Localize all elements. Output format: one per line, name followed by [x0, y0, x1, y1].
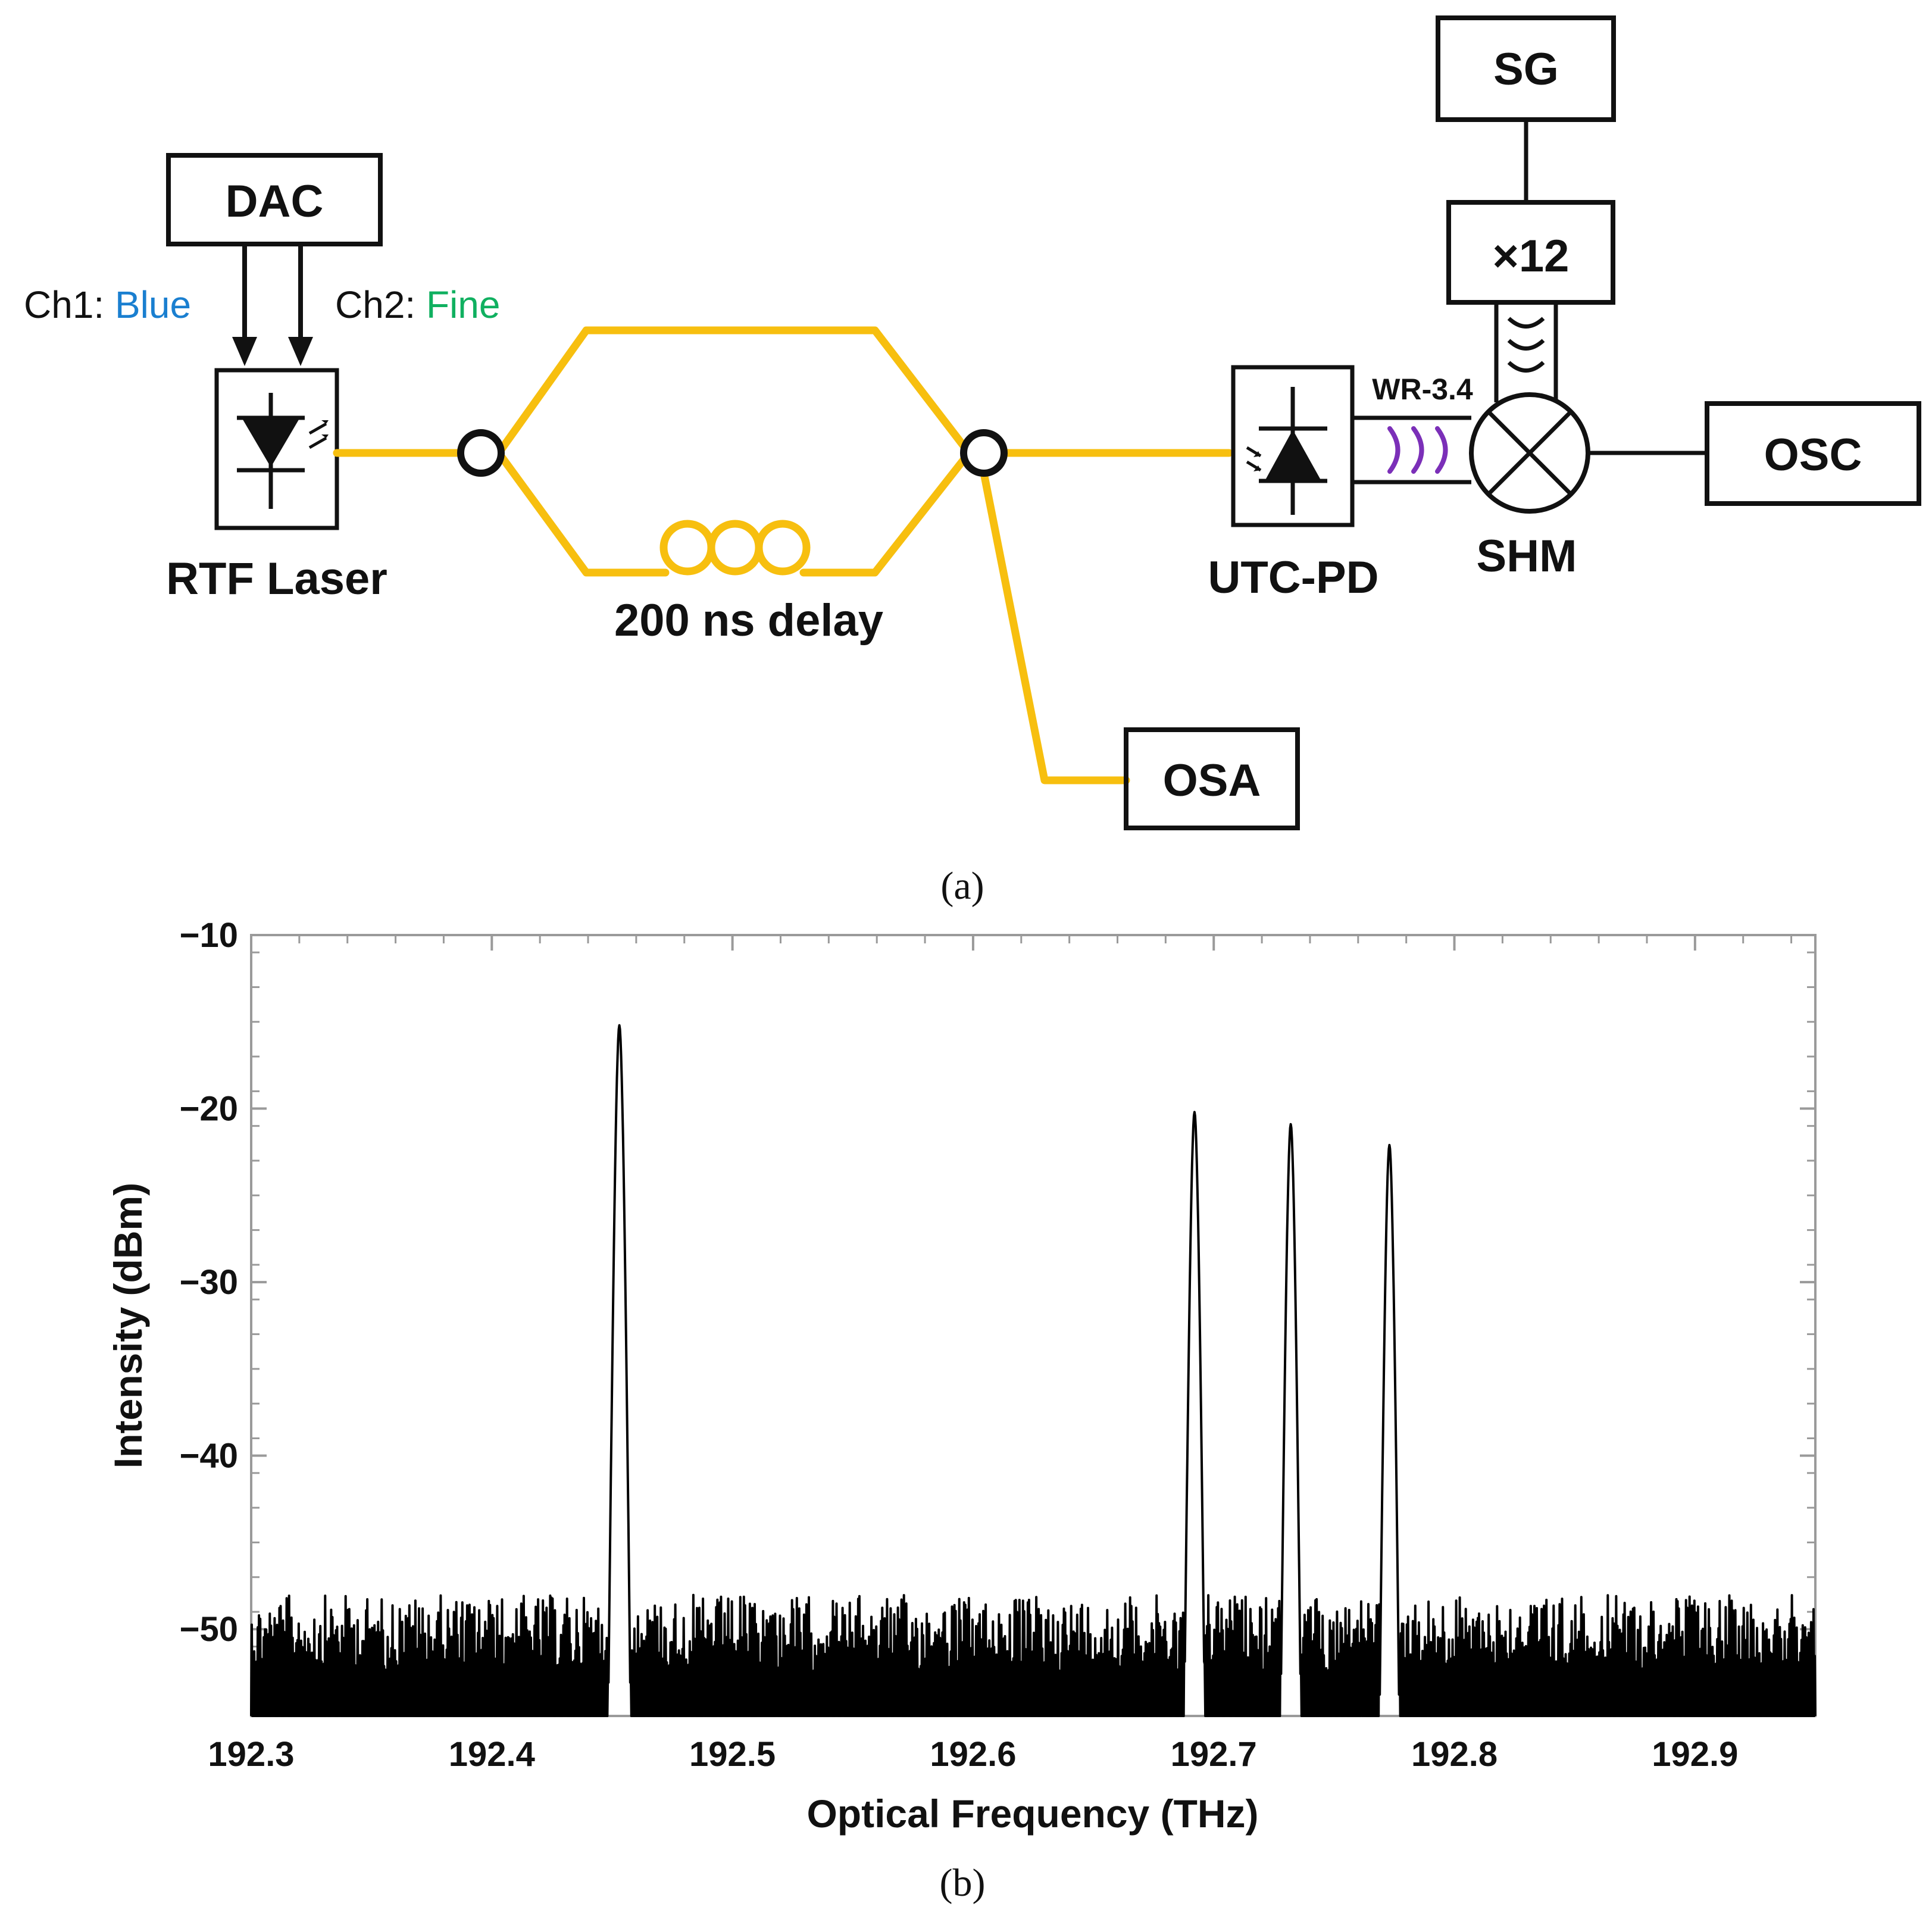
- utc-pd: [1231, 365, 1355, 527]
- rtf-laser: [214, 368, 339, 530]
- shm-label: SHM: [1477, 531, 1577, 582]
- x-tick-label: 192.9: [1652, 1735, 1738, 1774]
- osc-box: [1705, 401, 1921, 506]
- spectral-peak: [1290, 1123, 1292, 1125]
- incident-light-arrows-icon: [1246, 446, 1262, 472]
- waveguide: [1352, 415, 1471, 484]
- dac-channel-arrows: [232, 244, 313, 366]
- sg-label: SG: [1493, 44, 1559, 95]
- thz-wave-icon: [1387, 426, 1448, 474]
- dac-label: DAC: [226, 176, 324, 227]
- multiplier-label: ×12: [1493, 231, 1570, 282]
- caption-a: (a): [940, 864, 984, 908]
- y-tick-label: −40: [180, 1437, 238, 1476]
- delay-coil-icon: [659, 520, 811, 576]
- utcpd-label: UTC-PD: [1208, 552, 1378, 603]
- spectrum-line: [250, 1024, 1817, 1717]
- x-tick-label: 192.6: [930, 1735, 1016, 1774]
- multiplier-box: [1446, 200, 1615, 305]
- laser-diode-icon: [243, 420, 299, 467]
- x-tick-label: 192.3: [208, 1735, 294, 1774]
- laser-label: RTF Laser: [166, 554, 387, 604]
- waveguide-label: WR-3.4: [1372, 373, 1473, 406]
- caption-b: (b): [940, 1861, 986, 1905]
- spectral-peak: [1389, 1144, 1390, 1146]
- y-ticks: −10 −20 −30 −40 −50: [180, 916, 1815, 1717]
- coupler-right: [960, 429, 1008, 477]
- coupler-left: [457, 429, 505, 477]
- ch1-label: Ch1: Blue: [24, 283, 191, 326]
- lo-waveguide: [1494, 302, 1558, 402]
- y-tick-label: −20: [180, 1090, 238, 1129]
- lo-wave-icon: [1507, 317, 1545, 373]
- x-tick-label: 192.7: [1171, 1735, 1257, 1774]
- x-ticks: 192.3 192.4 192.5 192.6 192.7 192.8 192.9: [208, 935, 1793, 1774]
- y-axis-label: Intensity (dBm): [106, 1183, 150, 1468]
- x-tick-label: 192.4: [449, 1735, 535, 1774]
- dac-box: [166, 153, 383, 246]
- sg-box: [1436, 15, 1616, 122]
- x-tick-label: 192.5: [689, 1735, 776, 1774]
- fiber-paths: [333, 326, 1233, 784]
- x-tick-label: 192.8: [1411, 1735, 1498, 1774]
- delay-label: 200 ns delay: [614, 595, 883, 646]
- y-tick-label: −50: [180, 1610, 238, 1649]
- y-tick-label: −10: [180, 916, 238, 955]
- setup-diagram: DAC Ch1: Blue Ch2: Fine: [24, 15, 1921, 908]
- emission-arrows-icon: [308, 420, 329, 449]
- ch2-label: Ch2: Fine: [335, 283, 500, 326]
- shm-mixer: [1469, 392, 1590, 514]
- spectral-peak: [618, 1024, 620, 1026]
- x-axis-label: Optical Frequency (THz): [806, 1792, 1258, 1836]
- spectrum-trace: [250, 1024, 1817, 1717]
- osa-label: OSA: [1163, 755, 1261, 806]
- y-tick-label: −30: [180, 1263, 238, 1302]
- osc-label: OSC: [1764, 430, 1862, 480]
- spectral-peak: [1193, 1111, 1195, 1113]
- osa-box: [1124, 727, 1300, 830]
- photodiode-icon: [1265, 430, 1321, 481]
